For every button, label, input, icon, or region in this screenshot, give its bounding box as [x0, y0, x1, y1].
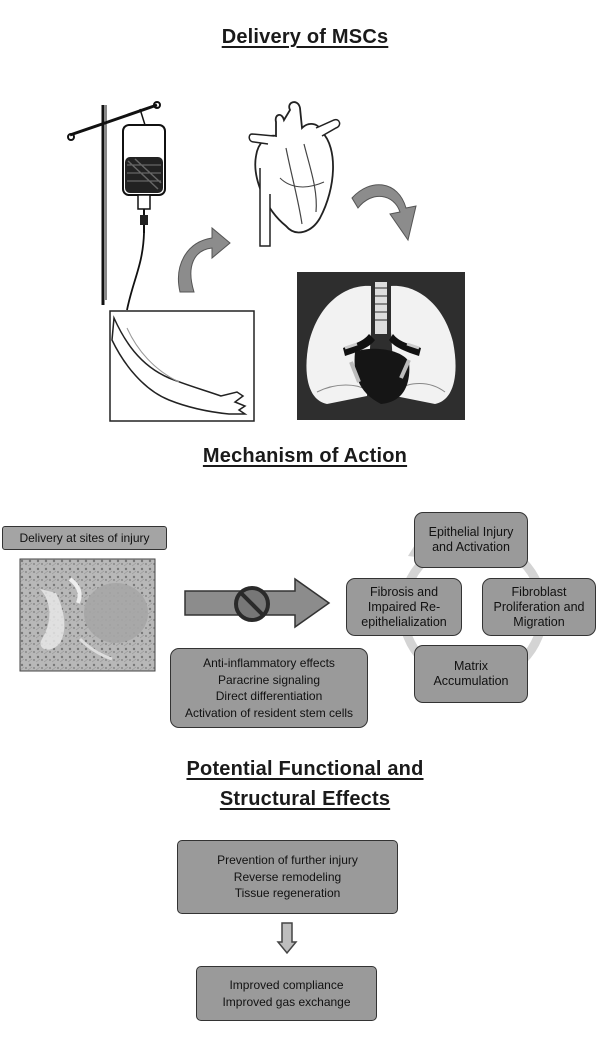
effects-item: Prevention of further injury [217, 853, 358, 868]
effects-item: Improved gas exchange [222, 994, 351, 1009]
mechanism-item: Anti-inflammatory effects [203, 656, 335, 670]
mechanism-item: Paracrine signaling [217, 672, 321, 687]
cycle-box-fibroblast: Fibroblast Proliferation and Migration [482, 578, 596, 636]
prohibition-icon [234, 586, 270, 622]
curved-arrow-icon [351, 184, 417, 242]
effects-item: Reverse remodeling [233, 869, 342, 884]
mechanism-title: Mechanism of Action [202, 445, 408, 467]
lungs-xray-icon [297, 272, 465, 420]
effects-title-line1: Potential Functional and [186, 758, 424, 780]
curved-arrow-icon [178, 226, 231, 293]
delivery-site-label: Delivery at sites of injury [2, 526, 167, 550]
down-arrow-icon [276, 922, 298, 955]
arm-icon [109, 310, 255, 422]
effects-item: Tissue regeneration [234, 886, 341, 901]
mechanism-item: Activation of resident stem cells [184, 705, 354, 720]
iv-drip-icon [67, 101, 166, 311]
cycle-box-fibrosis: Fibrosis and Impaired Re- epithelializat… [346, 578, 462, 636]
effects-box-prevention: Prevention of further injury Reverse rem… [177, 840, 398, 914]
cycle-box-matrix-accumulation: Matrix Accumulation [414, 645, 528, 703]
histology-image [19, 558, 156, 672]
mechanism-item: Direct differentiation [215, 689, 323, 703]
effects-title-line2: Structural Effects [219, 788, 391, 810]
delivery-title: Delivery of MSCs [221, 26, 389, 48]
effects-box-improved: Improved compliance Improved gas exchang… [196, 966, 377, 1021]
effects-title: Potential Functional and Structural Effe… [0, 754, 610, 814]
cycle-box-epithelial-injury: Epithelial Injury and Activation [414, 512, 528, 568]
mechanisms-list-box: Anti-inflammatory effects Paracrine sign… [170, 648, 368, 728]
heart-icon [248, 101, 341, 247]
effects-item: Improved compliance [229, 978, 344, 992]
